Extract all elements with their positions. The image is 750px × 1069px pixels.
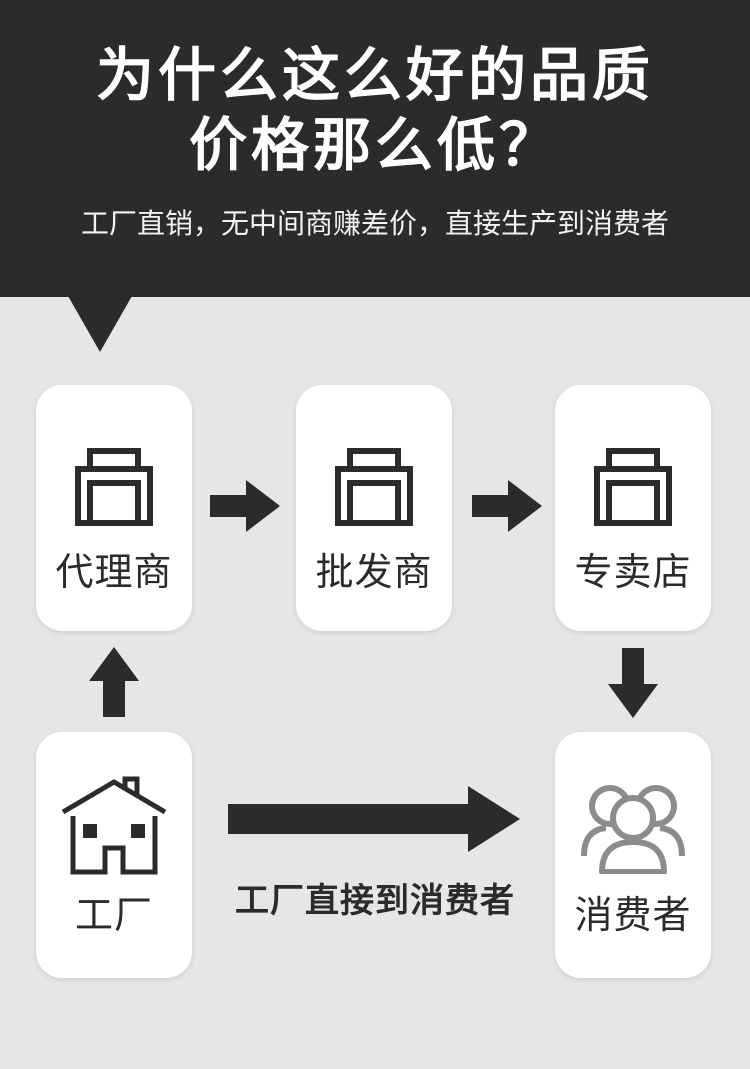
page-subtitle: 工厂直销，无中间商赚差价，直接生产到消费者 [80,207,669,240]
factory-card: 工厂 [36,732,192,978]
consumer-card: 消费者 [555,732,711,978]
page-title-line-2: 价格那么低？ [188,111,561,179]
arrow-right-icon [210,480,280,532]
shop-icon [75,448,153,526]
consumer-label: 消费者 [574,893,692,937]
header-banner: 为什么这么好的品质 价格那么低？ 工厂直销，无中间商赚差价，直接生产到消费者 [0,0,750,297]
wholesaler-card: 批发商 [296,385,452,631]
arrow-right-icon [472,480,542,532]
direct-route-label: 工厂直接到消费者 [235,881,515,921]
people-icon [581,785,685,874]
arrow-up-icon [89,647,139,717]
store-label: 专卖店 [574,550,692,594]
header-pointer [68,296,132,352]
wholesaler-label: 批发商 [315,550,433,594]
page-title-line-1: 为什么这么好的品质 [95,41,654,109]
house-icon [61,776,167,875]
factory-label: 工厂 [74,893,153,937]
agent-card: 代理商 [36,385,192,631]
agent-label: 代理商 [55,550,173,594]
direct-arrow-icon [228,786,520,852]
shop-icon [335,448,413,526]
store-card: 专卖店 [555,385,711,631]
arrow-down-icon [608,648,658,718]
shop-icon [594,448,672,526]
